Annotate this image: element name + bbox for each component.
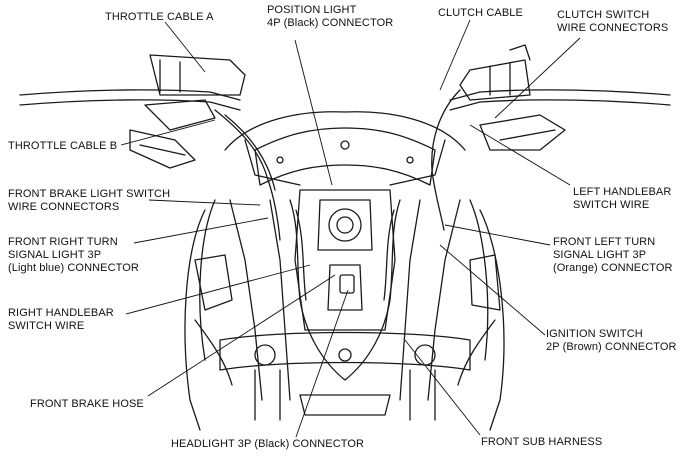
label-front-sub-harness: FRONT SUB HARNESS bbox=[481, 436, 603, 448]
label-throttle-cable-a: THROTTLE CABLE A bbox=[105, 11, 214, 23]
label-headlight-connector: HEADLIGHT 3P (Black) CONNECTOR bbox=[171, 438, 365, 450]
label-front-right-turn-signal: FRONT RIGHT TURN SIGNAL LIGHT 3P (Light … bbox=[8, 236, 139, 274]
label-right-handlebar-switch-wire: RIGHT HANDLEBAR SWITCH WIRE bbox=[8, 307, 114, 332]
label-throttle-cable-b: THROTTLE CABLE B bbox=[8, 140, 118, 152]
right-handlebar bbox=[19, 89, 241, 101]
upper-cowl bbox=[254, 127, 436, 186]
left-handlebar bbox=[449, 89, 671, 101]
label-ignition-switch-connector: IGNITION SWITCH 2P (Brown) CONNECTOR bbox=[546, 328, 677, 353]
fairing-outline bbox=[184, 209, 505, 431]
label-clutch-cable: CLUTCH CABLE bbox=[438, 7, 523, 19]
fork-right bbox=[399, 199, 461, 401]
label-front-brake-light-switch: FRONT BRAKE LIGHT SWITCH WIRE CONNECTORS bbox=[8, 188, 171, 213]
label-clutch-switch-wire-connectors: CLUTCH SWITCH WIRE CONNECTORS bbox=[557, 9, 669, 34]
headstock bbox=[294, 189, 396, 331]
harness-bundle bbox=[289, 199, 401, 381]
throttle-cable bbox=[214, 109, 281, 241]
fork-left bbox=[229, 199, 291, 401]
label-front-brake-hose: FRONT BRAKE HOSE bbox=[30, 398, 144, 410]
label-front-left-turn-signal: FRONT LEFT TURN SIGNAL LIGHT 3P (Orange)… bbox=[553, 236, 673, 274]
triple-clamp bbox=[219, 331, 471, 371]
label-left-handlebar-switch-wire: LEFT HANDLEBAR SWITCH WIRE bbox=[573, 186, 672, 211]
clutch-cable-line bbox=[431, 89, 461, 231]
label-position-light-connector: POSITION LIGHT 4P (Black) CONNECTOR bbox=[267, 4, 394, 29]
